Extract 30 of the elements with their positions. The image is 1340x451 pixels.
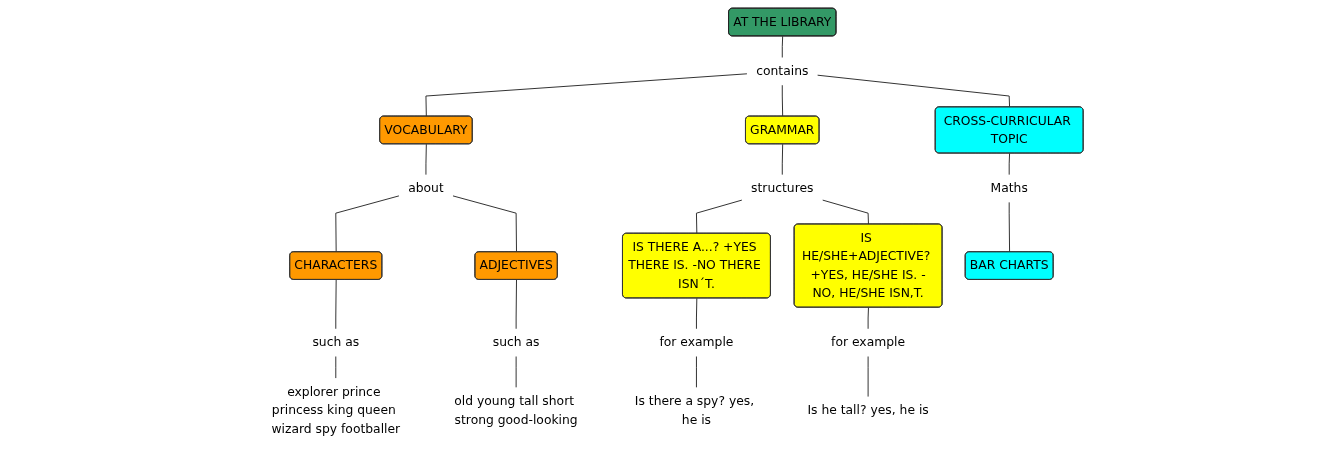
node-text: contains (756, 63, 809, 79)
node-text: old young tall short strong good-looking (454, 393, 578, 427)
node-text: explorer prince princess king queen wizard spy footballer (271, 384, 400, 436)
connector (1008, 201, 1010, 253)
connector (452, 195, 517, 253)
connector (425, 73, 748, 117)
node-text: structures (750, 180, 814, 196)
connector (822, 199, 869, 225)
node-text: such as (492, 334, 540, 350)
node-text: about (407, 180, 444, 196)
connector (335, 195, 400, 253)
connector (781, 84, 783, 117)
node-text: for example (830, 334, 905, 350)
connector (335, 279, 337, 330)
connector (867, 307, 869, 330)
connector (695, 297, 698, 330)
connector (817, 74, 1010, 108)
node-text: Is there a spy? yes, he is (634, 393, 754, 427)
connector (515, 279, 517, 330)
connector (781, 35, 783, 58)
connector (425, 143, 427, 176)
connector (695, 356, 697, 388)
connector (695, 199, 743, 235)
node-text: such as (312, 334, 359, 350)
node-text: Is he tall? yes, he is (807, 402, 929, 418)
node-text: for example (659, 334, 734, 350)
connector (335, 356, 337, 379)
node-text: Maths (990, 180, 1028, 196)
connector (781, 143, 783, 176)
connector (1008, 153, 1010, 176)
